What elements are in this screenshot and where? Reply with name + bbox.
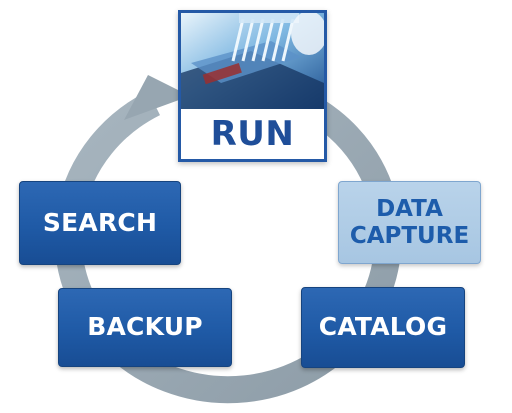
run-label: RUN [210, 114, 295, 154]
data-capture-label-line2: CAPTURE [349, 222, 470, 249]
data-capture-box[interactable]: DATA CAPTURE [338, 181, 481, 264]
lab-pipette-photo [181, 13, 324, 109]
backup-box[interactable]: BACKUP [58, 288, 232, 367]
run-card[interactable]: RUN [178, 10, 327, 162]
data-capture-label-line1: DATA [376, 196, 443, 223]
backup-label: BACKUP [87, 312, 203, 342]
catalog-box[interactable]: CATALOG [301, 287, 465, 368]
search-label: SEARCH [42, 207, 158, 237]
cycle-arrowhead [124, 75, 190, 120]
search-box[interactable]: SEARCH [19, 181, 181, 265]
catalog-label: CATALOG [318, 312, 448, 342]
